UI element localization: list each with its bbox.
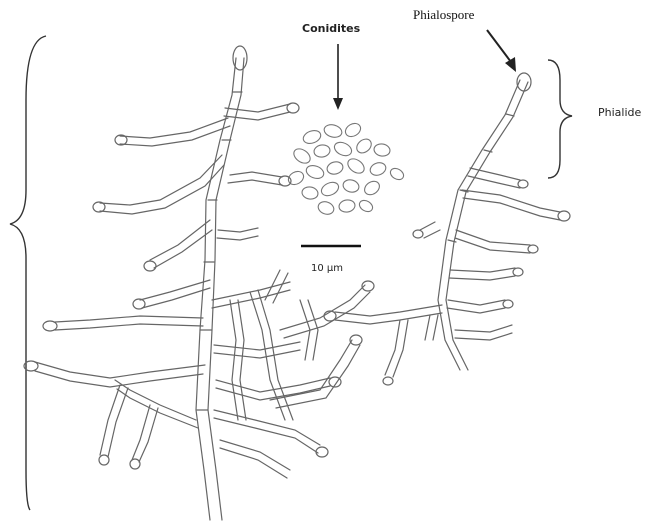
conidia-arrow bbox=[333, 44, 343, 110]
phialospore-label: Phialospore bbox=[413, 7, 474, 23]
left-hypha bbox=[24, 46, 374, 520]
phialospore-arrow bbox=[487, 30, 516, 72]
left-curly-brace bbox=[10, 36, 46, 510]
scale-label: 10 µm bbox=[311, 263, 343, 274]
phialide-brace bbox=[548, 60, 572, 178]
phialide-label: Phialide bbox=[598, 106, 641, 119]
conidia-label: Conidites bbox=[302, 22, 360, 35]
conidia-cluster bbox=[286, 121, 405, 217]
right-hypha bbox=[324, 73, 570, 385]
